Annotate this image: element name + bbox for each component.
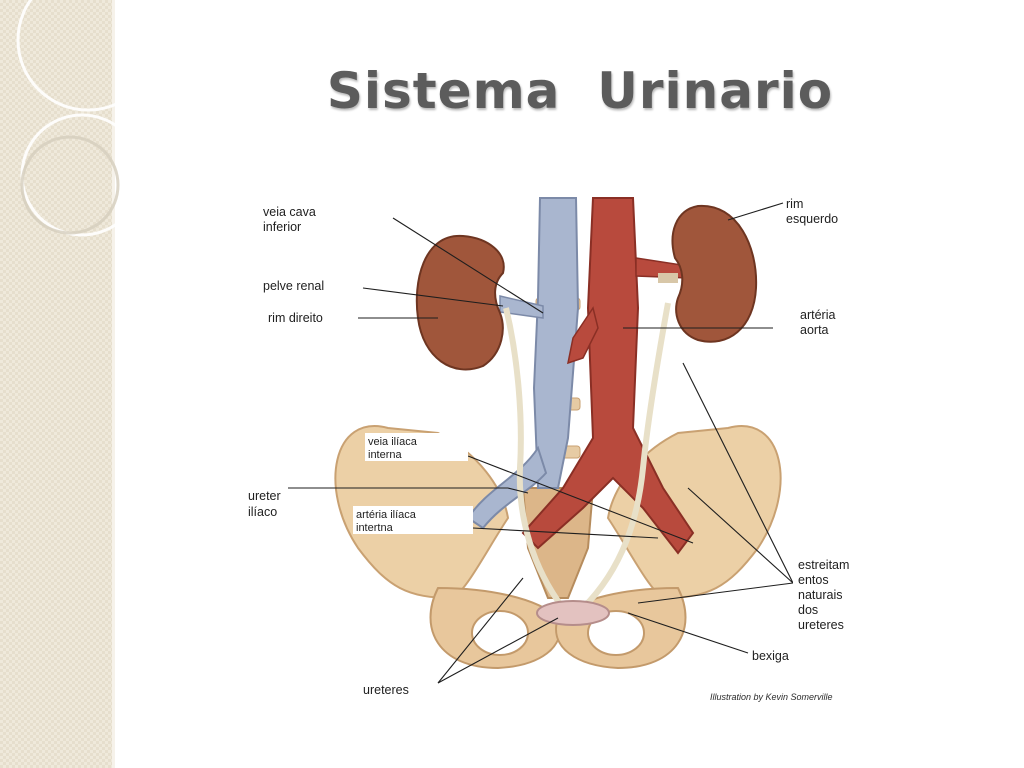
label-bg-veia-iliaca [365,433,468,461]
label-veia-iliaca-2: interna [368,449,403,461]
kidneys [415,204,758,371]
label-arteria-iliaca-1: artéria ilíaca [356,509,417,521]
label-estreitamentos-3: naturais [798,588,842,602]
slide-title: Sistema Urinario [326,62,834,120]
label-bg-estreitamentos [793,556,873,634]
label-ureteres: ureteres [363,683,409,697]
label-rim-esquerdo-2: esquerdo [786,212,838,226]
label-veia-cava-2: inferior [263,220,301,234]
label-estreitamentos-1: estreitam [798,558,849,572]
bladder [536,600,610,626]
label-bg-arteria-iliaca [353,506,473,534]
label-arteria-aorta-1: artéria [800,308,835,322]
label-estreitamentos-2: entos [798,573,829,587]
slide-sidebar-texture [0,0,113,768]
label-veia-cava-1: veia cava [263,205,316,219]
label-estreitamentos-4: dos [798,603,818,617]
label-estreitamentos-5: ureteres [798,618,844,632]
label-rim-esquerdo-1: rim [786,197,803,211]
leader-lines [288,202,794,684]
label-rim-direito: rim direito [268,311,323,325]
label-bexiga: bexiga [752,649,789,663]
label-pelve-renal: pelve renal [263,279,324,293]
ureters [503,302,671,611]
label-veia-iliaca-1: veia ilíaca [368,436,418,448]
decorative-circles [16,0,160,237]
illustration-credit: Illustration by Kevin Somerville [710,692,833,702]
label-arteria-aorta-2: aorta [800,323,829,337]
label-ureter-iliaco-1: ureter [248,489,281,503]
label-arteria-iliaca-2: intertna [356,522,394,534]
urinary-system-diagram: veia cava inferior pelve renal rim direi… [238,188,878,708]
label-ureter-iliaco-2: ilíaco [248,505,277,519]
sidebar-edge [112,0,115,768]
